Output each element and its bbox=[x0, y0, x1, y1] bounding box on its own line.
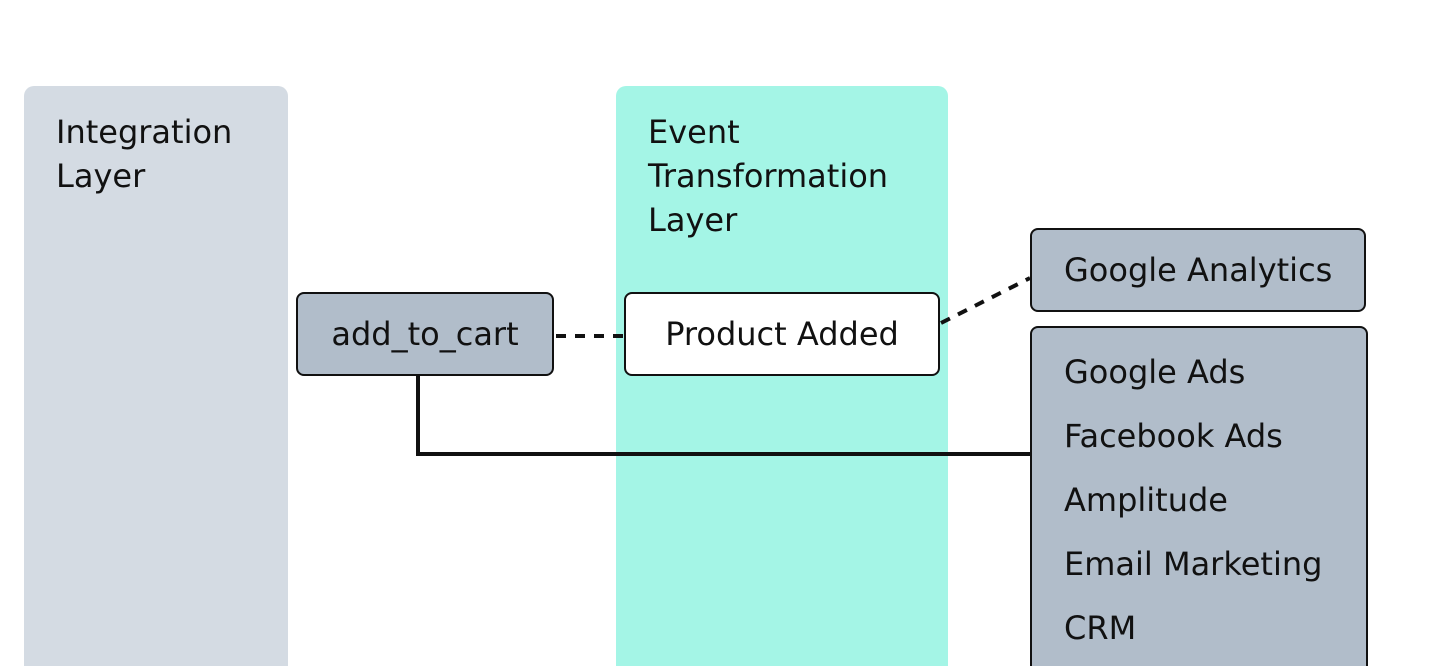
node-google-analytics: Google Analytics bbox=[1030, 228, 1366, 312]
destination-item-facebook-ads: Facebook Ads bbox=[1064, 417, 1283, 455]
destination-item-google-ads: Google Ads bbox=[1064, 353, 1246, 391]
transformation-layer-panel: Event Transformation Layer bbox=[616, 86, 948, 666]
node-add-to-cart-label: add_to_cart bbox=[331, 315, 519, 353]
destinations-group: Google Ads Facebook Ads Amplitude Email … bbox=[1030, 326, 1368, 666]
destination-item-amplitude: Amplitude bbox=[1064, 481, 1228, 519]
node-product-added-label: Product Added bbox=[665, 315, 899, 353]
integration-layer-title: Integration Layer bbox=[56, 113, 233, 195]
node-google-analytics-label: Google Analytics bbox=[1064, 251, 1333, 289]
node-add-to-cart: add_to_cart bbox=[296, 292, 554, 376]
node-product-added: Product Added bbox=[624, 292, 940, 376]
integration-layer-panel: Integration Layer bbox=[24, 86, 288, 666]
destination-item-crm: CRM bbox=[1064, 609, 1137, 647]
connector-product-added-to-google-analytics bbox=[940, 276, 1031, 325]
transformation-layer-title: Event Transformation Layer bbox=[648, 113, 889, 239]
destination-item-email-marketing: Email Marketing bbox=[1064, 545, 1323, 583]
